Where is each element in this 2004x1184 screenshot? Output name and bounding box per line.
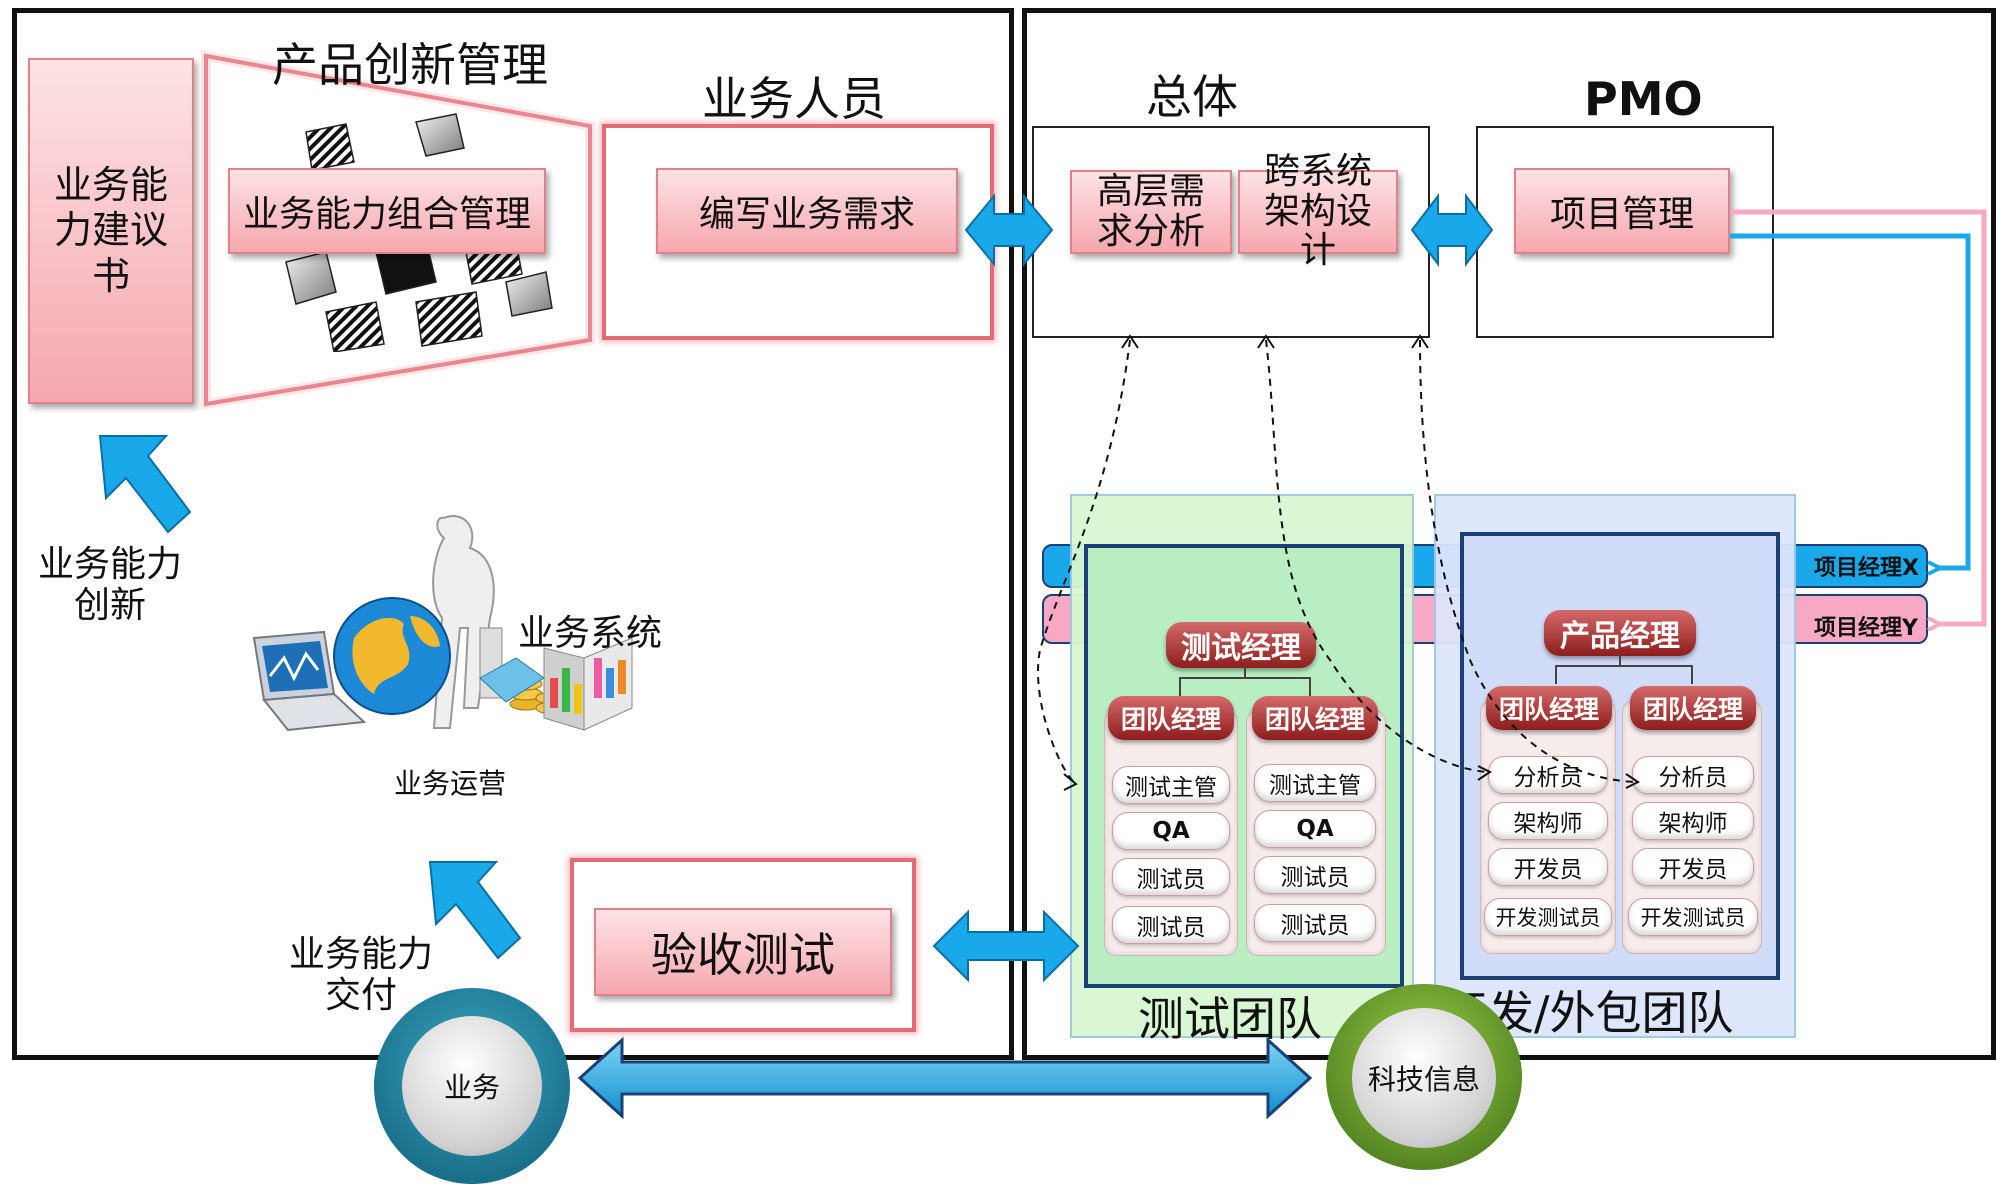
test-role-1-3[interactable]: 测试员 (1112, 858, 1230, 896)
pm-y-label: 项目经理Y (1814, 616, 1918, 641)
high-level-analysis-label: 高层需求分析 (1096, 171, 1205, 252)
dashed-arrows (1037, 334, 1640, 791)
business-tech-arrow (577, 1036, 1313, 1120)
dev-role-2-3[interactable]: 开发员 (1632, 848, 1754, 886)
dev-role-2-2[interactable]: 架构师 (1632, 802, 1754, 840)
tech-circle[interactable]: 科技信息 (1326, 984, 1522, 1170)
arrow-overall-to-pmo (1410, 193, 1494, 267)
capability-innovation-label: 业务能力创新 (37, 544, 182, 627)
high-level-analysis-box[interactable]: 高层需求分析 (1070, 170, 1232, 254)
product-manager-badge[interactable]: 产品经理 (1544, 610, 1696, 656)
arrow-requirements-to-analysis (964, 193, 1054, 267)
cross-system-arch-label: 跨系统架构设计 (1263, 151, 1372, 272)
capability-delivery-label: 业务能力交付 (288, 934, 433, 1017)
test-role-1-1[interactable]: 测试主管 (1112, 766, 1230, 804)
test-role-2-2[interactable]: QA (1254, 810, 1376, 848)
test-col-1-head[interactable]: 团队经理 (1108, 696, 1234, 740)
test-role-1-4[interactable]: 测试员 (1112, 906, 1230, 944)
business-system-label: 业务系统 (518, 613, 663, 654)
business-operation-label: 业务运营 (394, 767, 507, 800)
test-role-2-3[interactable]: 测试员 (1254, 856, 1376, 894)
write-requirements-label: 编写业务需求 (698, 194, 915, 235)
dev-col-1-head[interactable]: 团队经理 (1486, 686, 1612, 730)
dev-role-1-3[interactable]: 开发员 (1488, 848, 1608, 886)
capability-delivery-arrow (428, 861, 522, 960)
cross-system-arch-box[interactable]: 跨系统架构设计 (1238, 152, 1398, 270)
capability-proposal-label: 业务能力建议书 (53, 162, 168, 298)
business-operation-illustration (252, 515, 633, 732)
dev-col-2-head[interactable]: 团队经理 (1630, 686, 1756, 730)
test-role-2-1[interactable]: 测试主管 (1254, 764, 1376, 802)
acceptance-test-box[interactable]: 验收测试 (594, 908, 892, 996)
pm-connector-lines (1730, 209, 1987, 632)
product-innovation-title: 产品创新管理 (272, 38, 548, 92)
business-label: 业务 (443, 1071, 500, 1104)
test-col-2-head[interactable]: 团队经理 (1252, 696, 1378, 740)
pm-x-label: 项目经理X (1814, 556, 1919, 581)
test-team-title: 测试团队 (1138, 992, 1322, 1046)
business-people-title: 业务人员 (702, 72, 886, 126)
test-team-tree-lines (1179, 666, 1311, 696)
dev-role-2-4[interactable]: 开发测试员 (1628, 898, 1758, 936)
tech-circle-inner: 科技信息 (1352, 1008, 1496, 1148)
business-circle-inner: 业务 (402, 1016, 542, 1156)
project-mgmt-label: 项目管理 (1549, 194, 1694, 235)
dev-role-1-1[interactable]: 分析员 (1488, 756, 1608, 794)
test-manager-badge[interactable]: 测试经理 (1166, 622, 1316, 668)
portfolio-mgmt-box[interactable]: 业务能力组合管理 (228, 168, 546, 254)
test-role-1-2[interactable]: QA (1112, 812, 1230, 850)
dev-role-2-1[interactable]: 分析员 (1632, 756, 1754, 794)
write-requirements-box[interactable]: 编写业务需求 (656, 168, 958, 254)
portfolio-mgmt-label: 业务能力组合管理 (242, 194, 531, 235)
arrow-acceptance-to-test (932, 909, 1080, 983)
capability-proposal-box[interactable]: 业务能力建议书 (28, 58, 194, 404)
test-role-2-4[interactable]: 测试员 (1254, 904, 1376, 942)
dev-role-1-4[interactable]: 开发测试员 (1484, 898, 1612, 936)
pmo-title: PMO (1584, 72, 1703, 126)
overall-title: 总体 (1146, 70, 1238, 124)
acceptance-test-label: 验收测试 (651, 928, 835, 982)
dev-role-1-2[interactable]: 架构师 (1488, 802, 1608, 840)
business-circle[interactable]: 业务 (374, 988, 570, 1184)
project-mgmt-box[interactable]: 项目管理 (1514, 168, 1730, 254)
dev-team-tree-lines (1555, 654, 1693, 684)
tech-label: 科技信息 (1367, 1063, 1480, 1096)
capability-innovation-arrow (98, 435, 192, 534)
